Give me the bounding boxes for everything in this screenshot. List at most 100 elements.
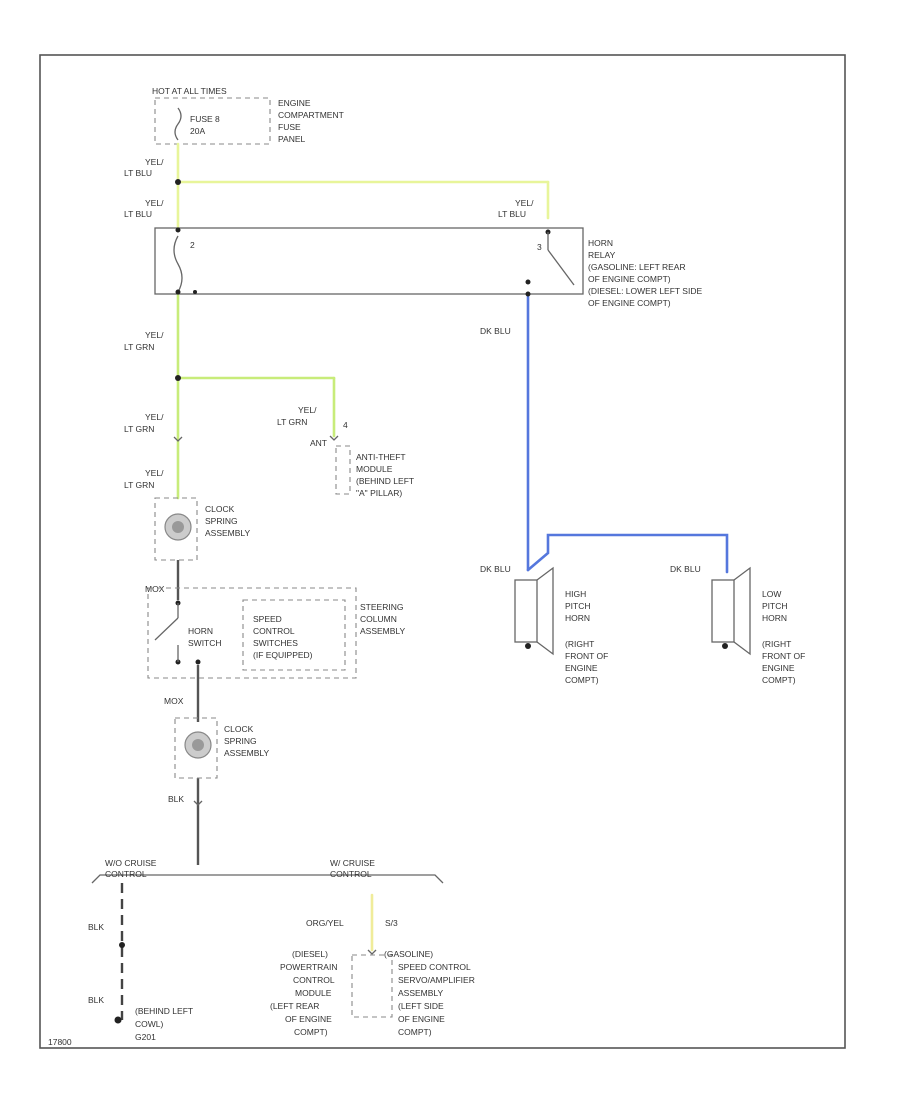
steering-column-assembly: MOX HORN SWITCH SPEED CONTROL SWITCHES (… xyxy=(145,584,406,679)
speed-amp-label-3: SERVO/AMPLIFIER xyxy=(398,975,475,985)
speed-amp-label-7: COMPT) xyxy=(398,1027,432,1037)
relay-label-3: (GASOLINE: LEFT REAR xyxy=(588,262,686,272)
low-horn-label-6: ENGINE xyxy=(762,663,795,673)
wire-label-dk-blu-3: DK BLU xyxy=(670,564,701,574)
splice-bar xyxy=(91,874,444,884)
high-horn-body xyxy=(514,579,538,643)
wire-label-yel-lt-grn-3b: LT GRN xyxy=(124,480,154,490)
steering-column-box xyxy=(147,587,357,679)
connector-mark-blk xyxy=(193,800,203,806)
clock-spring-lower-box xyxy=(174,717,218,779)
pcm-amplifier-box xyxy=(351,954,393,1018)
splice-dot-upper xyxy=(175,179,181,185)
horn-switch-arm xyxy=(154,617,179,641)
anti-theft-pin: 4 xyxy=(343,420,348,430)
steering-column-label-3: ASSEMBLY xyxy=(360,626,406,636)
low-pitch-horn: LOW PITCH HORN (RIGHT FRONT OF ENGINE CO… xyxy=(711,566,805,685)
pcm-label-5: (LEFT REAR xyxy=(270,1001,319,1011)
speed-control-label-2: CONTROL xyxy=(253,626,295,636)
high-horn-label-3: HORN xyxy=(565,613,590,623)
pcm-label-7: COMPT) xyxy=(294,1027,328,1037)
pcm-label-3: CONTROL xyxy=(293,975,335,985)
high-horn-label-5: FRONT OF xyxy=(565,651,608,661)
fuse-panel-label-2: COMPARTMENT xyxy=(278,110,344,120)
wire-label-yel-lt-blu-2a: YEL/ xyxy=(145,198,164,208)
high-horn-label-2: PITCH xyxy=(565,601,591,611)
low-horn-body xyxy=(711,579,735,643)
wire-label-yel-lt-blu-1a: YEL/ xyxy=(145,157,164,167)
ground-icon xyxy=(114,1016,122,1024)
ground-g201: (BEHIND LEFT COWL) G201 xyxy=(114,1006,193,1042)
diagram-border xyxy=(39,54,846,1049)
ground-splice-dot xyxy=(119,942,125,948)
low-horn-ground-dot xyxy=(722,643,728,649)
pcm-label-1: (DIESEL) xyxy=(292,949,328,959)
relay-output-dot-2 xyxy=(525,291,531,297)
relay-box xyxy=(154,227,584,295)
splice-left-label-2: CONTROL xyxy=(105,869,147,879)
horn-switch-bottom-dot-2 xyxy=(195,659,201,665)
wire-label-yel-lt-grn-3a: YEL/ xyxy=(145,468,164,478)
horn-switch-label-2: SWITCH xyxy=(188,638,222,648)
clock-spring-upper-box xyxy=(154,497,198,561)
steering-column-label-2: COLUMN xyxy=(360,614,397,624)
ground-label-2: COWL) xyxy=(135,1019,164,1029)
low-horn-label-7: COMPT) xyxy=(762,675,796,685)
relay-pin-3: 3 xyxy=(537,242,542,252)
wire-label-blk-2: BLK xyxy=(88,922,104,932)
speed-amp-label-6: OF ENGINE xyxy=(398,1014,445,1024)
low-horn-label-1: LOW xyxy=(762,589,781,599)
connector-mark-org-yel xyxy=(367,949,377,955)
anti-theft-module: 4 ANT ANTI-THEFT MODULE (BEHIND LEFT "A"… xyxy=(310,420,414,498)
diagram-id: 17800 xyxy=(48,1037,72,1047)
clock-spring-lower-label-2: SPRING xyxy=(224,736,257,746)
cruise-control-splice: W/O CRUISE CONTROL W/ CRUISE CONTROL S/3 xyxy=(91,858,444,948)
wire-label-blk-3: BLK xyxy=(88,995,104,1005)
wire-label-yel-lt-blu-1b: LT BLU xyxy=(124,168,152,178)
relay-coil-bottom-dot xyxy=(175,289,181,295)
wire-label-yel-lt-grn-4b: LT GRN xyxy=(277,417,307,427)
relay-coil-bottom-dot-2 xyxy=(193,290,197,294)
relay-label-1: HORN xyxy=(588,238,613,248)
horn-switch-label-1: HORN xyxy=(188,626,213,636)
wire-label-dk-blu-2: DK BLU xyxy=(480,564,511,574)
pcm-label-4: MODULE xyxy=(295,988,332,998)
speed-amp-label-2: SPEED CONTROL xyxy=(398,962,471,972)
low-horn-label-3: HORN xyxy=(762,613,787,623)
connector-mark-left xyxy=(173,436,183,442)
clock-spring-lower-hub xyxy=(192,739,204,751)
clock-spring-upper-label-3: ASSEMBLY xyxy=(205,528,251,538)
speed-amp-label-4: ASSEMBLY xyxy=(398,988,444,998)
relay-output-dot xyxy=(525,279,531,285)
steering-connector-label: MOX xyxy=(145,584,165,594)
clock-spring-lower-label-1: CLOCK xyxy=(224,724,254,734)
relay-label-4: OF ENGINE COMPT) xyxy=(588,274,671,284)
wire-label-org-yel: ORG/YEL xyxy=(306,918,344,928)
high-horn-label-4: (RIGHT xyxy=(565,639,594,649)
ground-label-1: (BEHIND LEFT xyxy=(135,1006,193,1016)
wire-label-yel-lt-blu-2b: LT BLU xyxy=(124,209,152,219)
wire-label-blk-1: BLK xyxy=(168,794,184,804)
relay-coil-icon xyxy=(173,235,183,293)
wire-label-yel-lt-blu-3a: YEL/ xyxy=(515,198,534,208)
pcm-label-2: POWERTRAIN xyxy=(280,962,337,972)
fuse-icon xyxy=(174,107,182,141)
fuse-hot-label: HOT AT ALL TIMES xyxy=(152,86,227,96)
anti-theft-label-1: ANTI-THEFT xyxy=(356,452,406,462)
speed-amp-label-1: (GASOLINE) xyxy=(384,949,433,959)
pcm-speed-amplifier: (DIESEL) POWERTRAIN CONTROL MODULE (LEFT… xyxy=(270,949,475,1037)
horn-relay: 2 3 HORN RELAY (GASOLINE: LEFT REAR OF E… xyxy=(154,227,702,308)
connector-mark-anti-theft xyxy=(329,435,339,441)
relay-label-6: OF ENGINE COMPT) xyxy=(588,298,671,308)
ground-label-3: G201 xyxy=(135,1032,156,1042)
relay-pin-2: 2 xyxy=(190,240,195,250)
relay-switch-arm xyxy=(547,249,575,286)
pin-s3: S/3 xyxy=(385,918,398,928)
speed-control-box xyxy=(242,599,346,671)
fuse-amps: 20A xyxy=(190,126,205,136)
low-horn-label-4: (RIGHT xyxy=(762,639,791,649)
clock-spring-upper-label-1: CLOCK xyxy=(205,504,235,514)
high-horn-label-6: ENGINE xyxy=(565,663,598,673)
wire-label-yel-lt-grn-1b: LT GRN xyxy=(124,342,154,352)
high-horn-bell-icon xyxy=(536,566,554,656)
